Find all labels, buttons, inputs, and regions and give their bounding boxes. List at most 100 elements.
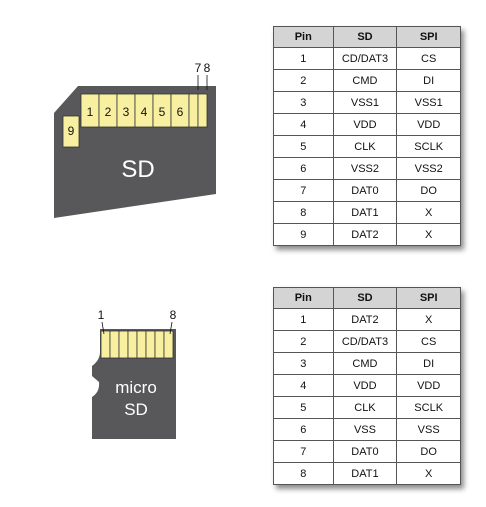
cell-sd: VDD (332, 374, 398, 397)
cell-sd: DAT1 (332, 201, 398, 224)
micro-pin-1-leader (101, 321, 105, 335)
cell-pin: 5 (273, 135, 334, 158)
cell-pin: 3 (273, 352, 334, 375)
cell-pin: 6 (273, 157, 334, 180)
cell-spi: VDD (396, 113, 461, 136)
cell-spi: DO (396, 179, 461, 202)
cell-pin: 2 (273, 330, 334, 353)
cell-spi: DI (396, 69, 461, 92)
cell-sd: VSS1 (332, 91, 398, 114)
cell-pin: 8 (273, 462, 334, 485)
cell-sd: CMD (332, 352, 398, 375)
cell-sd: CLK (332, 135, 398, 158)
sd-pin-5-label: 5 (159, 105, 166, 119)
sd-pin-2-label: 2 (105, 105, 112, 119)
sd-pin-7 (188, 93, 199, 128)
micro-sd-pin-3 (118, 330, 129, 359)
table-header-row: Pin SD SPI (273, 287, 461, 309)
sd-pin-8 (197, 93, 208, 128)
cell-spi: X (396, 223, 461, 246)
cell-sd: CD/DAT3 (332, 47, 398, 70)
sd-pin-4-label: 4 (141, 105, 148, 119)
cell-sd: DAT1 (332, 462, 398, 485)
micro-sd-pin-8 (163, 330, 174, 359)
cell-spi: VDD (396, 374, 461, 397)
cell-pin: 4 (273, 374, 334, 397)
cell-pin: 1 (273, 308, 334, 331)
micro-sd-pin-4 (127, 330, 138, 359)
cell-pin: 1 (273, 47, 334, 70)
header-spi: SPI (396, 26, 461, 48)
cell-pin: 4 (273, 113, 334, 136)
header-sd: SD (332, 26, 398, 48)
sd-pin-3-label: 3 (123, 105, 130, 119)
cell-pin: 7 (273, 179, 334, 202)
sd-pin-9 (62, 115, 80, 148)
sd-pin-9-label: 9 (68, 124, 75, 138)
cell-spi: VSS2 (396, 157, 461, 180)
cell-spi: CS (396, 47, 461, 70)
cell-spi: X (396, 201, 461, 224)
cell-sd: DAT2 (332, 223, 398, 246)
cell-spi: CS (396, 330, 461, 353)
sd-pin-7-label: 7 (195, 61, 202, 75)
sd-card-label: SD (121, 156, 154, 183)
cell-spi: VSS (396, 418, 461, 441)
cell-spi: SCLK (396, 396, 461, 419)
cell-sd: DAT2 (332, 308, 398, 331)
cell-pin: 5 (273, 396, 334, 419)
micro-pin-1-label: 1 (98, 308, 105, 322)
cell-sd: CD/DAT3 (332, 330, 398, 353)
cell-pin: 6 (273, 418, 334, 441)
micro-sd-pin-1 (100, 330, 111, 359)
cell-spi: DO (396, 440, 461, 463)
micro-pin-8-label: 8 (170, 308, 177, 322)
cell-pin: 9 (273, 223, 334, 246)
micro-sd-pins (100, 330, 174, 359)
header-pin: Pin (273, 287, 334, 309)
cell-spi: DI (396, 352, 461, 375)
cell-pin: 3 (273, 91, 334, 114)
micro-sd-label-line1: micro (115, 378, 157, 397)
header-sd: SD (332, 287, 398, 309)
cell-pin: 7 (273, 440, 334, 463)
cell-sd: DAT0 (332, 440, 398, 463)
micro-sd-pin-7 (154, 330, 165, 359)
header-spi: SPI (396, 287, 461, 309)
cell-sd: VDD (332, 113, 398, 136)
cell-pin: 8 (273, 201, 334, 224)
micro-sd-label-line2: SD (124, 400, 148, 419)
cell-pin: 2 (273, 69, 334, 92)
micro-sd-pin-6 (145, 330, 156, 359)
micro-sd-card: 1 8 micro SD (92, 308, 177, 439)
header-pin: Pin (273, 26, 334, 48)
cell-spi: X (396, 462, 461, 485)
sd-pin-6-label: 6 (177, 105, 184, 119)
cell-sd: DAT0 (332, 179, 398, 202)
cell-sd: CLK (332, 396, 398, 419)
cell-sd: VSS2 (332, 157, 398, 180)
cell-spi: X (396, 308, 461, 331)
